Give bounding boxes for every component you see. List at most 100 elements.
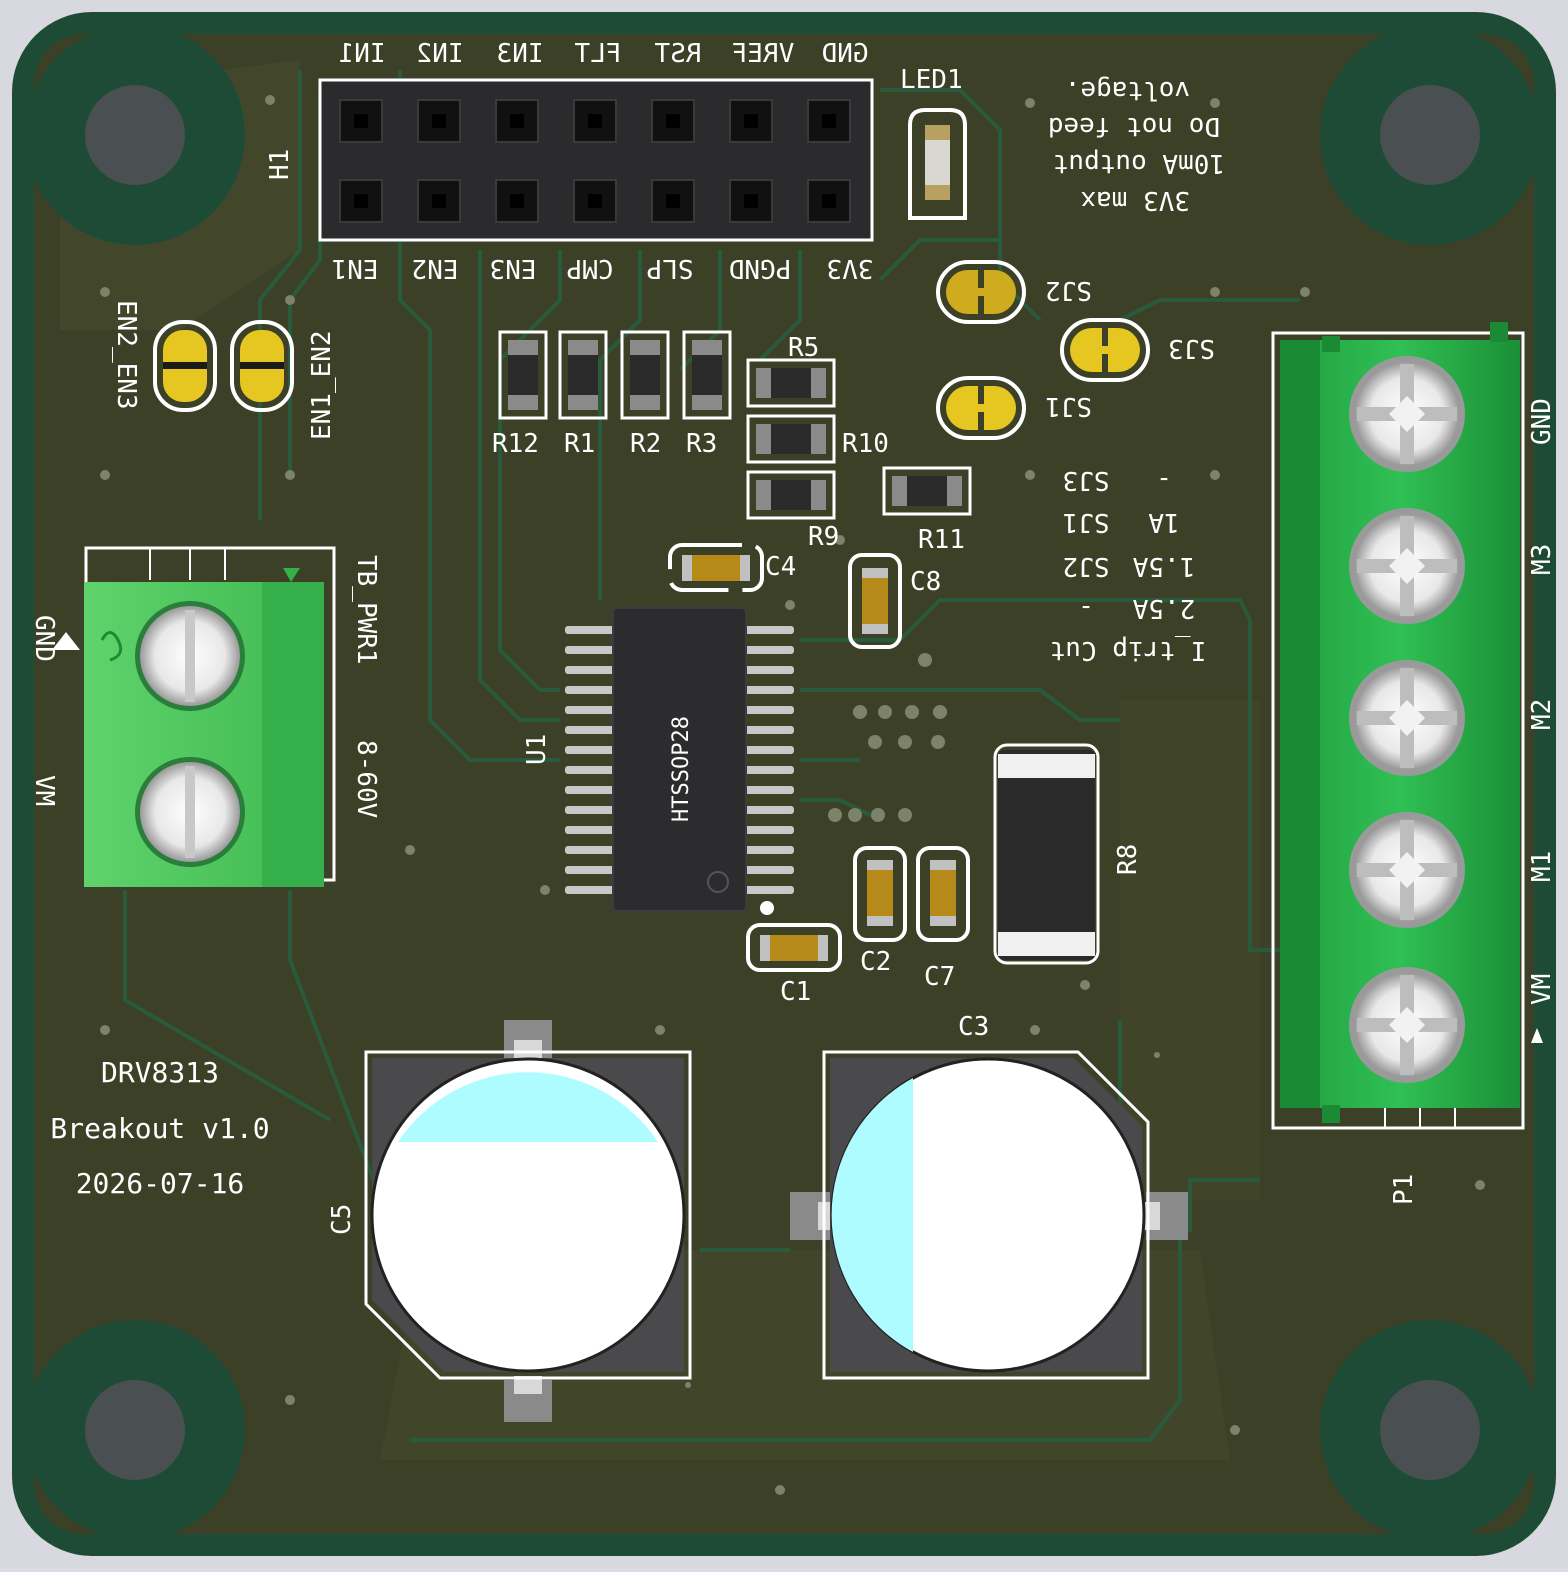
p1-pin-label: M2 bbox=[1527, 699, 1557, 730]
jumper-en1-en2: EN1_EN2 bbox=[230, 320, 337, 440]
r9-label: R9 bbox=[808, 522, 839, 552]
jumper-sj3: SJ3 bbox=[1060, 318, 1215, 382]
trip-row-amps: 1A bbox=[1148, 507, 1180, 537]
r8-label: R8 bbox=[1113, 844, 1143, 875]
trip-row-jumper: SJ3 bbox=[1063, 465, 1110, 495]
c1-label: C1 bbox=[780, 977, 811, 1007]
header-bottom-pin-label: EN3 bbox=[490, 253, 537, 283]
c2-label: C2 bbox=[860, 947, 891, 977]
vias bbox=[100, 95, 1485, 1495]
capacitors-small: C4 C8 C2 C7 C1 bbox=[668, 543, 970, 1007]
jumper-sj1: SJ1 bbox=[936, 376, 1092, 440]
r2-label: R2 bbox=[630, 429, 661, 459]
header-bottom-pin-label: SLP bbox=[647, 253, 694, 283]
power-terminal-screw bbox=[135, 601, 245, 711]
r5-label: R5 bbox=[788, 333, 819, 363]
jumper-sj2: SJ2 bbox=[936, 260, 1092, 324]
note-line: 3V3 max bbox=[1080, 185, 1190, 215]
trip-footer: I_trip Cut bbox=[1050, 635, 1207, 665]
header-top-pin-label: RST bbox=[654, 39, 701, 69]
header-bottom-pin-label: EN2 bbox=[412, 253, 459, 283]
r12-label: R12 bbox=[492, 429, 539, 459]
note-line: Do not feed bbox=[1048, 111, 1220, 141]
resistor-r8: R8 bbox=[993, 743, 1143, 965]
trip-row-amps: 1.5A bbox=[1132, 551, 1195, 581]
board-date: 2026-07-16 bbox=[76, 1167, 245, 1200]
c3-label: C3 bbox=[958, 1012, 989, 1042]
r11-label: R11 bbox=[918, 525, 965, 555]
trip-row-jumper: SJ1 bbox=[1063, 507, 1110, 537]
trip-row-jumper: SJ2 bbox=[1063, 551, 1110, 581]
board-title: DRV8313 bbox=[101, 1056, 219, 1089]
note-line: voltage. bbox=[1065, 75, 1190, 105]
resistor-r3 bbox=[682, 330, 732, 420]
motor-terminal-screw bbox=[1349, 967, 1465, 1083]
header-top-pin-label: IN1 bbox=[339, 39, 386, 69]
resistor-r9 bbox=[746, 470, 836, 520]
r1-label: R1 bbox=[564, 429, 595, 459]
trip-row-jumper: - bbox=[1078, 593, 1094, 623]
trip-row-amps: 2.5A bbox=[1132, 593, 1195, 623]
resistor-r2 bbox=[620, 330, 670, 420]
driver-ic: HTSSOP28 U1 bbox=[522, 607, 794, 912]
capacitor-c1: C1 bbox=[746, 901, 842, 1007]
voltage-note: 3V3 max 10mA output Do not feed voltage. bbox=[1048, 75, 1225, 215]
motor-terminal: GND M3 M2 M1 VM P1 bbox=[1271, 322, 1557, 1205]
motor-terminal-screw bbox=[1349, 660, 1465, 776]
ic-package: HTSSOP28 bbox=[669, 716, 694, 822]
header-top-pin-label: GND bbox=[822, 39, 869, 69]
ic-pins-left bbox=[565, 626, 617, 894]
motor-terminal-screw bbox=[1349, 812, 1465, 928]
resistor-r10 bbox=[746, 414, 836, 464]
capacitor-c2: C2 bbox=[853, 846, 907, 977]
resistor-r1 bbox=[558, 330, 608, 420]
header-ref: H1 bbox=[265, 149, 295, 180]
header-pins bbox=[339, 99, 851, 223]
motor-terminal-screw bbox=[1349, 508, 1465, 624]
header-bottom-pin-label: CMP bbox=[567, 253, 614, 283]
power-terminal: TB_PWR1 8-60V GND VM bbox=[29, 546, 381, 887]
header-top-pin-label: FLT bbox=[574, 39, 621, 69]
p1-ref: P1 bbox=[1389, 1174, 1419, 1205]
c7-label: C7 bbox=[924, 962, 955, 992]
header-top-pin-label: IN3 bbox=[497, 39, 544, 69]
board-version: Breakout v1.0 bbox=[50, 1112, 269, 1145]
solder-jumpers: SJ2 SJ3 SJ1 EN2_EN3 EN1_EN2 bbox=[111, 260, 1215, 440]
header-top-pin-label: IN2 bbox=[417, 39, 464, 69]
pin-header: GND VREF RST FLT IN3 IN2 IN1 3V3 PGND SL… bbox=[265, 39, 874, 283]
capacitor-c5: C5 bbox=[327, 1020, 692, 1422]
power-terminal-screw bbox=[135, 757, 245, 867]
ic-pins-right bbox=[742, 626, 794, 894]
led: LED1 bbox=[900, 65, 967, 220]
capacitor-c7: C7 bbox=[916, 846, 970, 992]
capacitor-c8: C8 bbox=[848, 553, 941, 649]
header-bottom-pin-label: PGND bbox=[729, 253, 792, 283]
ic-ref: U1 bbox=[522, 734, 552, 765]
c5-label: C5 bbox=[327, 1204, 357, 1235]
c4-label: C4 bbox=[765, 552, 796, 582]
capacitor-c3: C3 bbox=[790, 1012, 1188, 1380]
sj1-label: SJ1 bbox=[1045, 391, 1092, 421]
header-top-pin-label: VREF bbox=[732, 39, 795, 69]
tb-pwr-gnd: GND bbox=[29, 615, 59, 662]
capacitor-c4: C4 bbox=[668, 543, 796, 592]
trip-row-amps: - bbox=[1156, 465, 1172, 495]
r3-label: R3 bbox=[686, 429, 717, 459]
header-bottom-pin-label: 3V3 bbox=[827, 253, 874, 283]
header-bottom-pin-label: EN1 bbox=[332, 253, 379, 283]
trip-table: - SJ3 1A SJ1 1.5A SJ2 2.5A - I_trip Cut bbox=[1050, 465, 1207, 665]
tb-pwr-range: 8-60V bbox=[351, 740, 381, 818]
r10-label: R10 bbox=[842, 429, 889, 459]
jumper-en2-en3: EN2_EN3 bbox=[111, 300, 217, 412]
sj2-label: SJ2 bbox=[1045, 275, 1092, 305]
resistors: R12 R1 R2 R3 R5 R10 R9 R11 R8 bbox=[492, 330, 1143, 965]
p1-pin-label: VM bbox=[1527, 974, 1557, 1005]
board-label: DRV8313 Breakout v1.0 2026-07-16 bbox=[50, 1056, 269, 1200]
sj3-label: SJ3 bbox=[1168, 333, 1215, 363]
resistor-r5 bbox=[746, 358, 836, 408]
led-ref: LED1 bbox=[900, 65, 963, 95]
motor-terminal-screw bbox=[1349, 356, 1465, 472]
p1-pin-label: M1 bbox=[1527, 851, 1557, 882]
